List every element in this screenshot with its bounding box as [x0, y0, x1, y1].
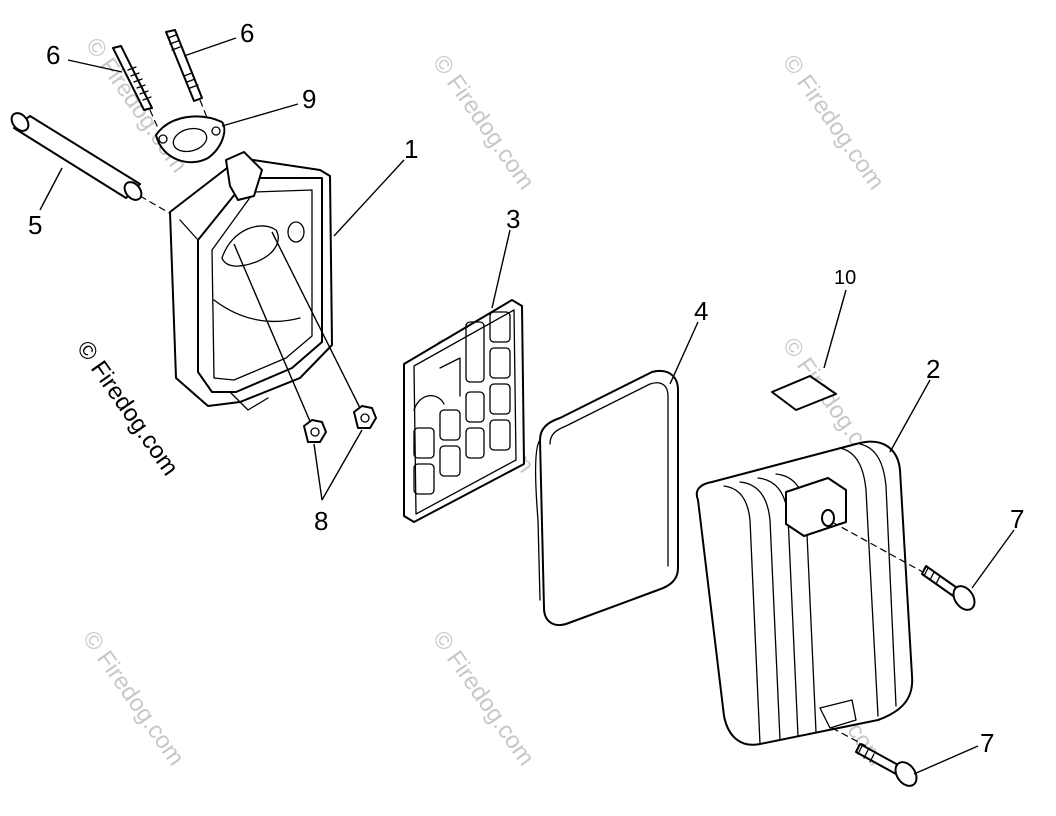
callout-10: 10	[834, 267, 856, 289]
callouts: 1 2 3 4 5 6 6 7 7 8 9 10	[28, 18, 1024, 758]
callout-2: 2	[926, 354, 940, 384]
callout-3: 3	[506, 204, 520, 234]
air-cleaner-cover	[695, 440, 914, 746]
breather-tube	[10, 112, 179, 219]
filter-element	[534, 370, 679, 626]
filter-support-grid	[403, 299, 525, 523]
callout-8: 8	[314, 506, 328, 536]
callout-6: 6	[240, 18, 254, 48]
callout-4: 4	[694, 296, 708, 326]
callout-7: 7	[1010, 504, 1024, 534]
leader-lines	[39, 37, 1015, 775]
callout-6: 6	[46, 40, 60, 70]
decal	[771, 375, 837, 411]
watermark-dark: © Firedog.com	[71, 336, 184, 481]
watermark: © Firedog.com	[427, 50, 540, 195]
watermark: © Firedog.com	[77, 626, 190, 771]
screws	[831, 521, 976, 787]
air-cleaner-base	[169, 151, 333, 411]
watermark: © Firedog.com	[777, 50, 890, 195]
callout-7: 7	[980, 728, 994, 758]
callout-9: 9	[302, 84, 316, 114]
callout-5: 5	[28, 210, 42, 240]
gasket	[155, 115, 226, 164]
nuts	[233, 231, 377, 443]
callout-1: 1	[404, 134, 418, 164]
watermark: © Firedog.com	[427, 626, 540, 771]
